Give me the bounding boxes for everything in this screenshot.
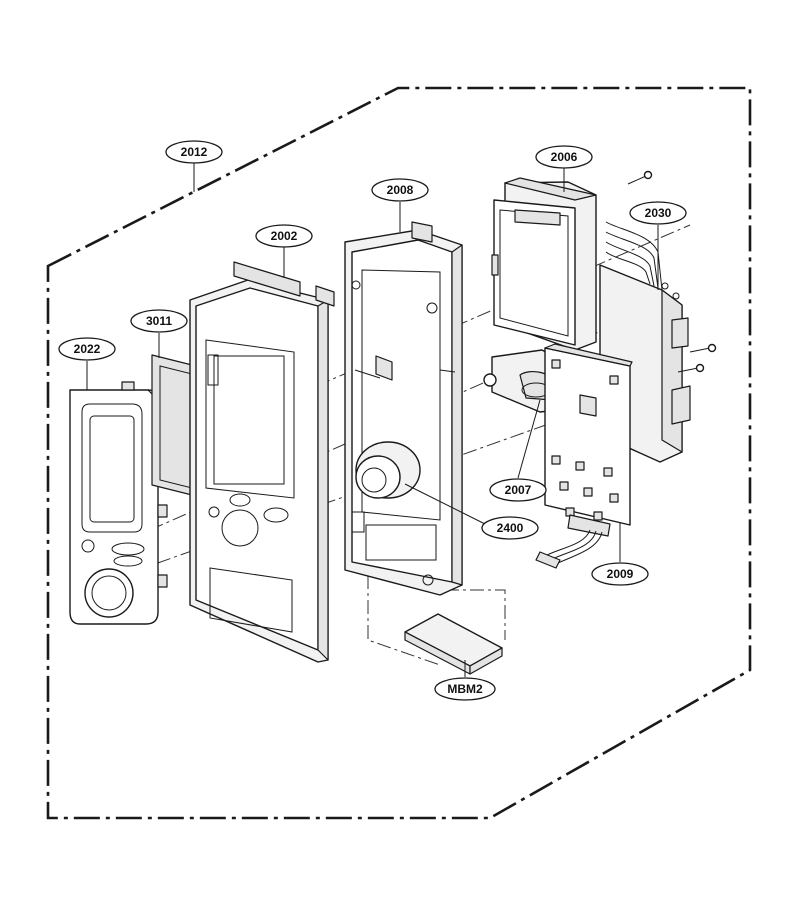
callout-3011: 3011 [130,309,188,333]
callout-2006: 2006 [535,145,593,169]
callout-label: 2007 [505,483,532,497]
callout-2012: 2012 [165,140,223,164]
part-2022-front-panel [69,381,168,625]
part-2008-chassis [344,221,463,596]
callout-label: 3011 [146,314,172,328]
callout-label: 2008 [387,183,414,197]
callout-2400: 2400 [481,516,539,540]
callout-MBM2: MBM2 [434,677,496,701]
callout-2002: 2002 [255,224,313,248]
part-2400-knob [355,441,421,499]
screws [627,170,717,373]
callout-label: 2012 [181,145,208,159]
leader-lines [86,163,659,677]
callout-2008: 2008 [371,178,429,202]
callout-2022: 2022 [58,337,116,361]
callout-label: 2009 [607,567,634,581]
callout-2030: 2030 [629,201,687,225]
part-MBM2-bracket [404,613,503,675]
callout-label: 2002 [271,229,298,243]
assembly-boundary [46,86,752,820]
callout-label: MBM2 [447,682,483,696]
part-2002-frame [189,261,335,663]
part-2009-key-pcb [535,343,633,569]
callout-label: 2006 [551,150,578,164]
callout-2009: 2009 [591,562,649,586]
callout-2007: 2007 [489,478,547,502]
callout-label: 2022 [74,342,101,356]
part-2006-display [491,177,597,351]
callout-label: 2400 [497,521,524,535]
callout-label: 2030 [645,206,672,220]
